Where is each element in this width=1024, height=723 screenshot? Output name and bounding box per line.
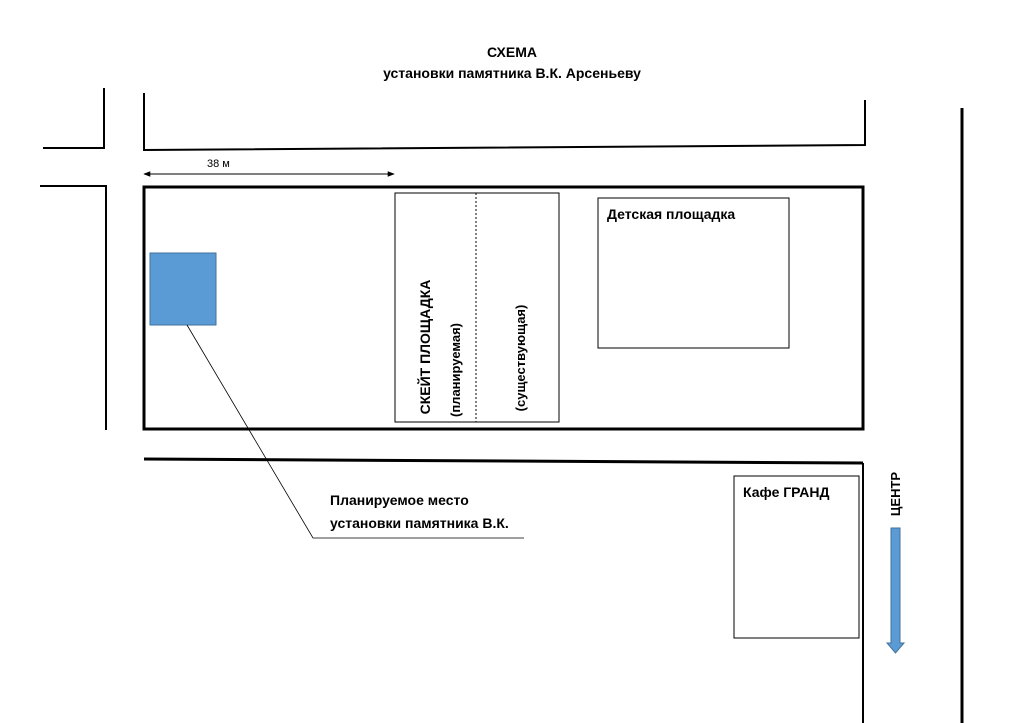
street-line-bottom bbox=[143, 457, 864, 465]
street-line-top bbox=[143, 93, 866, 152]
monument-label-line1: Планируемое место bbox=[330, 492, 469, 508]
park-area bbox=[142, 185, 865, 431]
street-line-topleft bbox=[43, 88, 105, 149]
skate-planned-label: (планируемая) bbox=[448, 323, 463, 417]
skate-park-label: СКЕЙТ ПЛОЩАДКА bbox=[417, 279, 433, 415]
leader-line bbox=[186, 324, 524, 539]
center-arrow bbox=[885, 527, 906, 654]
playground-label: Детская площадка bbox=[607, 206, 736, 222]
center-label: ЦЕНТР bbox=[888, 471, 903, 517]
cafe-box bbox=[733, 475, 860, 639]
dimension-label: 38 м bbox=[207, 158, 230, 170]
diagram-subtitle: установки памятника В.К. Арсеньеву bbox=[383, 65, 641, 81]
monument-marker bbox=[149, 252, 217, 326]
street-line-left bbox=[40, 185, 107, 430]
diagram-title: СХЕМА bbox=[486, 44, 538, 60]
cafe-label: Кафе ГРАНД bbox=[743, 484, 830, 500]
skate-existing-label: (существующая) bbox=[513, 304, 528, 412]
playground-box bbox=[597, 197, 790, 349]
skate-park bbox=[394, 192, 560, 423]
monument-label-line2: установки памятника В.К. bbox=[330, 515, 509, 531]
